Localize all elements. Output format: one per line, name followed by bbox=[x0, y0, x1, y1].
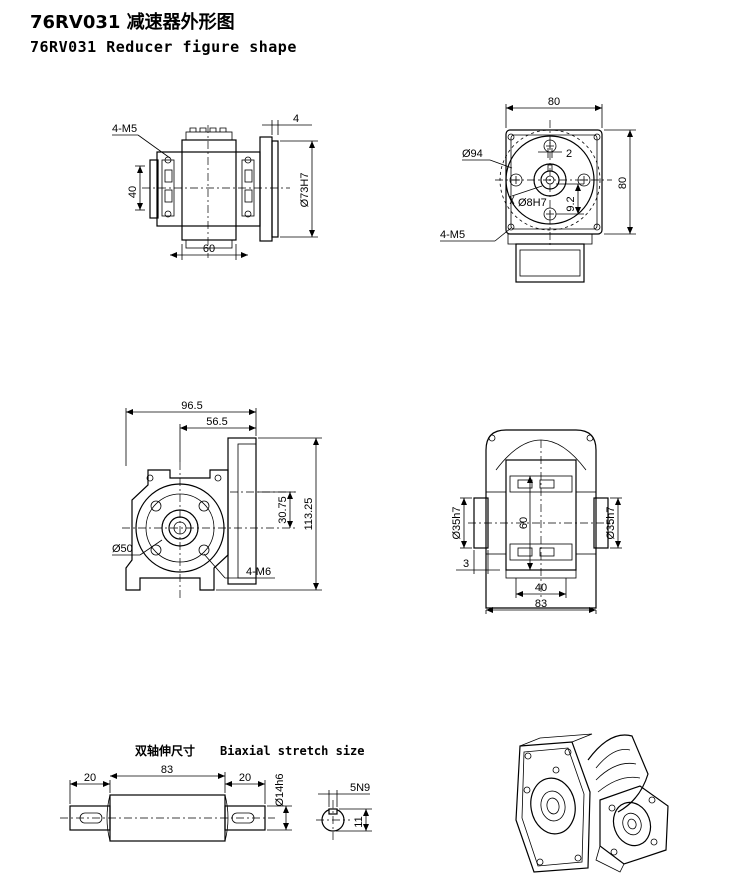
label-4-m5-b: 4-M5 bbox=[440, 229, 465, 241]
dim-80-h: 80 bbox=[617, 177, 629, 189]
dim-50: Ø50 bbox=[112, 543, 133, 555]
view-mid-right: Ø35h7 Ø35h7 60 3 40 83 bbox=[451, 429, 622, 614]
dim-2: 2 bbox=[566, 148, 572, 160]
dim-14h6: Ø14h6 bbox=[274, 773, 286, 806]
dim-40: 40 bbox=[127, 186, 139, 198]
label-4-m5-a: 4-M5 bbox=[112, 123, 137, 135]
title-chinese: 76RV031 减速器外形图 bbox=[30, 12, 235, 33]
dim-80-w: 80 bbox=[548, 96, 560, 108]
dim-40-b: 40 bbox=[535, 582, 547, 594]
dim-35h7-right: Ø35h7 bbox=[605, 506, 617, 539]
dim-8h7: Ø8H7 bbox=[518, 197, 547, 209]
dim-73h7: Ø73H7 bbox=[299, 173, 311, 208]
dim-113-25: 113.25 bbox=[303, 498, 315, 531]
dim-30-75: 30.75 bbox=[277, 496, 289, 524]
dim-4: 4 bbox=[293, 113, 299, 125]
dim-3: 3 bbox=[463, 558, 469, 570]
view-top-left: 40 60 4 Ø73H7 4-M5 bbox=[112, 113, 318, 260]
title-english: 76RV031 Reducer figure shape bbox=[30, 38, 297, 56]
caption-biaxial-en: Biaxial stretch size bbox=[220, 744, 365, 758]
dim-56-5: 56.5 bbox=[206, 416, 227, 428]
dim-60: 60 bbox=[203, 243, 215, 255]
view-top-right: 80 80 Ø94 2 Ø8H7 9.2 4-M5 bbox=[440, 96, 636, 283]
dim-83-b: 83 bbox=[535, 598, 547, 610]
caption-biaxial-cn: 双轴伸尺寸 bbox=[135, 743, 195, 758]
dim-20-left: 20 bbox=[84, 772, 96, 784]
dim-96-5: 96.5 bbox=[181, 400, 202, 412]
dim-60-center: 60 bbox=[518, 517, 530, 529]
dim-5n9: 5N9 bbox=[350, 782, 370, 794]
dim-35h7-left: Ø35h7 bbox=[451, 506, 463, 539]
bolt-holes-tr bbox=[507, 133, 601, 231]
view-biaxial: 双轴伸尺寸 Biaxial stretch size 20 83 20 Ø14h… bbox=[60, 743, 372, 842]
label-4-m6: 4-M6 bbox=[246, 566, 271, 578]
dim-20-right: 20 bbox=[239, 772, 251, 784]
dim-9-2: 9.2 bbox=[565, 196, 577, 211]
view-mid-left: 96.5 56.5 30.75 113.25 Ø50 4-M6 bbox=[112, 400, 322, 598]
view-isometric bbox=[515, 733, 669, 873]
dim-11: 11 bbox=[353, 816, 365, 827]
dim-83-c: 83 bbox=[161, 764, 173, 776]
dim-94: Ø94 bbox=[462, 148, 483, 160]
